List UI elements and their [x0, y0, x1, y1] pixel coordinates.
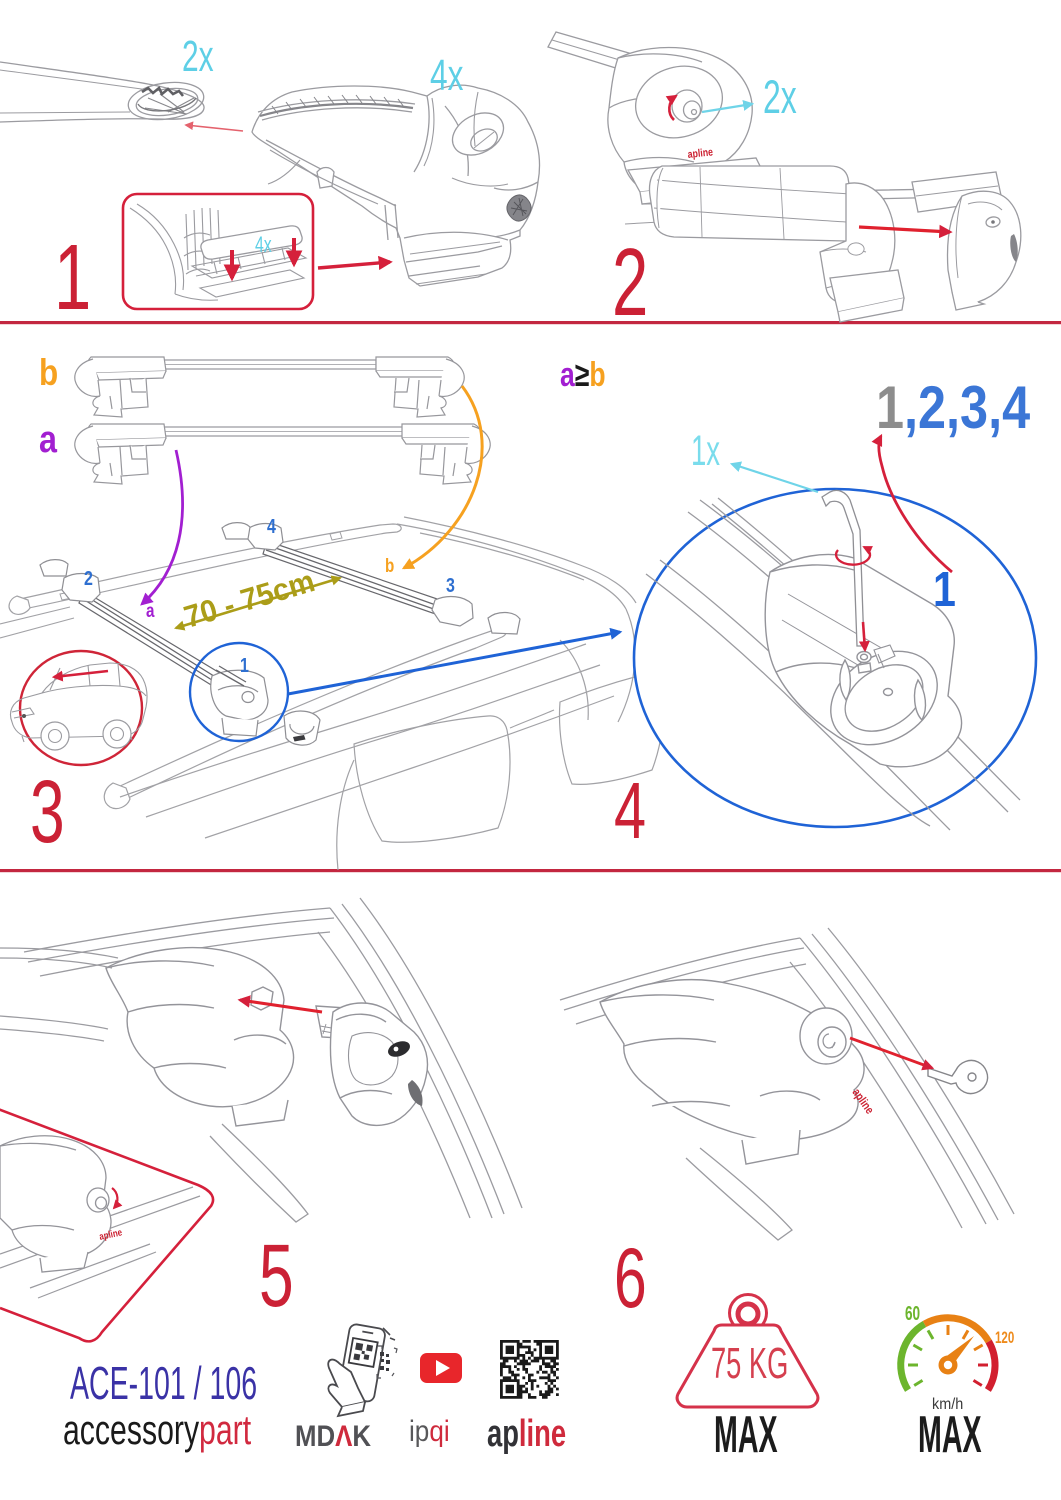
svg-text:3: 3 — [446, 574, 455, 596]
svg-text:MDΛK: MDΛK — [295, 1419, 371, 1452]
svg-text:4x: 4x — [255, 234, 272, 258]
svg-text:b: b — [39, 353, 58, 394]
svg-text:1: 1 — [933, 562, 956, 617]
svg-text:apline: apline — [687, 147, 714, 162]
svg-text:1x: 1x — [691, 426, 720, 475]
svg-text:4: 4 — [614, 766, 646, 856]
svg-text:75 KG: 75 KG — [711, 1338, 788, 1387]
svg-text:a: a — [39, 419, 57, 461]
svg-text:MAX: MAX — [714, 1405, 778, 1463]
svg-text:MAX: MAX — [918, 1405, 982, 1463]
svg-text:2: 2 — [612, 230, 648, 336]
svg-text:a≥b: a≥b — [560, 356, 606, 394]
svg-text:2x: 2x — [763, 71, 797, 124]
svg-text:ACE-101 / 106: ACE-101 / 106 — [70, 1358, 257, 1410]
svg-text:a: a — [146, 599, 155, 621]
svg-text:2: 2 — [84, 567, 93, 589]
svg-text:120: 120 — [995, 1329, 1014, 1348]
svg-text:b: b — [385, 554, 394, 576]
svg-text:apline: apline — [98, 1227, 123, 1243]
svg-text:km/h: km/h — [932, 1395, 963, 1413]
svg-text:1,2,3,4: 1,2,3,4 — [876, 374, 1030, 441]
svg-text:1: 1 — [54, 226, 91, 329]
svg-text:6: 6 — [614, 1232, 647, 1326]
svg-text:apline: apline — [487, 1413, 566, 1455]
svg-text:60: 60 — [905, 1302, 920, 1324]
svg-text:5: 5 — [259, 1226, 294, 1326]
svg-text:70 - 75cm: 70 - 75cm — [180, 564, 318, 635]
svg-text:4: 4 — [267, 515, 276, 537]
svg-text:1: 1 — [240, 654, 249, 676]
svg-text:3: 3 — [30, 762, 65, 862]
svg-text:accessorypart: accessorypart — [63, 1406, 251, 1453]
svg-text:ipqi: ipqi — [409, 1414, 450, 1447]
svg-text:4x: 4x — [430, 51, 463, 100]
svg-text:2x: 2x — [182, 31, 214, 80]
